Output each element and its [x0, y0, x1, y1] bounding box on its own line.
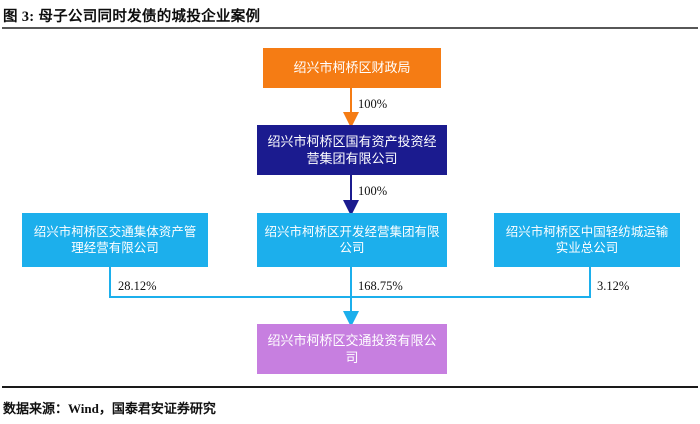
node-transport-collective[interactable]: 绍兴市柯桥区交通集体资产管理经营有限公司 — [22, 213, 208, 267]
figure-title-bar: 图 3: 母子公司同时发债的城投企业案例 — [3, 4, 697, 26]
edge-label-sasac-to-development: 100% — [358, 184, 388, 198]
node-sasac-group-label: 绍兴市柯桥区国有资产投资经营集团有限公司 — [267, 133, 437, 166]
edge-label-development: 168.75% — [358, 279, 403, 293]
node-sasac-group[interactable]: 绍兴市柯桥区国有资产投资经营集团有限公司 — [257, 125, 447, 175]
node-development-group-label: 绍兴市柯桥区开发经营集团有限公司 — [264, 224, 440, 256]
node-finance-bureau-label: 绍兴市柯桥区财政局 — [293, 60, 411, 76]
footer-divider — [2, 386, 698, 388]
node-transport-collective-label: 绍兴市柯桥区交通集体资产管理经营有限公司 — [33, 224, 197, 256]
edge-label-textile-transport: 3.12% — [597, 279, 630, 293]
node-transport-investment-label: 绍兴市柯桥区交通投资有限公司 — [267, 332, 437, 365]
node-development-group[interactable]: 绍兴市柯桥区开发经营集团有限公司 — [257, 213, 447, 267]
page-title: 图 3: 母子公司同时发债的城投企业案例 — [3, 8, 261, 25]
data-source-note: 数据来源：Wind，国泰君安证券研究 — [3, 401, 216, 416]
title-divider — [2, 27, 698, 29]
connector-lines — [109, 88, 591, 327]
org-chart-diagram: 绍兴市柯桥区财政局 绍兴市柯桥区国有资产投资经营集团有限公司 绍兴市柯桥区交通集… — [0, 29, 700, 386]
edge-label-finance-to-sasac: 100% — [358, 97, 388, 111]
node-textile-transport[interactable]: 绍兴市柯桥区中国轻纺城运输实业总公司 — [494, 213, 680, 267]
edge-label-transport-collective: 28.12% — [118, 279, 157, 293]
node-finance-bureau[interactable]: 绍兴市柯桥区财政局 — [263, 48, 441, 88]
node-transport-investment[interactable]: 绍兴市柯桥区交通投资有限公司 — [257, 324, 447, 374]
node-textile-transport-label: 绍兴市柯桥区中国轻纺城运输实业总公司 — [505, 224, 669, 256]
